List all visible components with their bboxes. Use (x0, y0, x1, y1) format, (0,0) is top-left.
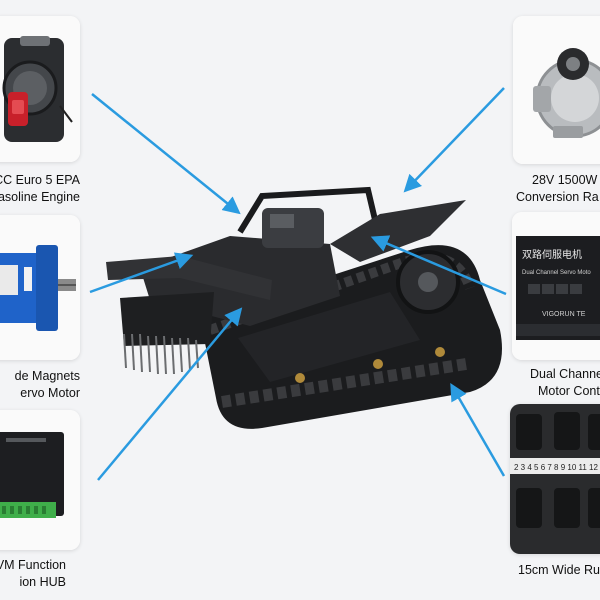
flail-fringe (123, 333, 199, 375)
top-plate (330, 200, 466, 262)
hub-caption-line-1: VM Function (0, 558, 66, 572)
arrow-alternator (403, 87, 505, 193)
controller-image-panel: 双路伺服电机 Dual Channel Servo Moto VIGORUN T… (512, 212, 600, 360)
engine-image-panel (0, 16, 80, 162)
track-caption-line-1: 15cm Wide Ru (518, 563, 600, 577)
alternator-illustration (513, 16, 600, 164)
controller-keypad (528, 284, 582, 294)
servo-caption-line-2: ervo Motor (20, 386, 80, 400)
servo-caption-line-1: de Magnets (14, 369, 80, 383)
servo-motor-illustration (0, 215, 80, 360)
arrow-controller (370, 235, 507, 296)
engine-illustration (0, 16, 80, 162)
controller-caption: Dual Channe Motor Conti (530, 366, 600, 400)
alternator-caption-line-2: Conversion Ra (516, 190, 599, 204)
ruler-numbers: 2 3 4 5 6 7 8 9 10 11 12 (514, 463, 598, 472)
side-frame (238, 292, 420, 382)
hub-caption-line-2: ion HUB (19, 575, 66, 589)
servo-image-panel (0, 215, 80, 360)
alternator-image-panel (513, 16, 600, 164)
alternator-caption-line-1: 28V 1500W (532, 173, 598, 187)
arrow-servo (89, 252, 194, 294)
controller-brand: VIGORUN TE (542, 311, 586, 318)
arrow-track (450, 382, 506, 477)
controller-subtitle: Dual Channel Servo Moto (522, 270, 591, 276)
alternator-caption: 28V 1500W Conversion Ra (516, 172, 599, 206)
arrow-hub (97, 307, 243, 481)
engine-caption-line-1: CC Euro 5 EPA (0, 173, 80, 187)
hub-caption: VM Function ion HUB (0, 557, 66, 591)
front-bumper (106, 256, 272, 300)
controller-caption-line-2: Motor Conti (538, 384, 600, 398)
controller-caption-line-1: Dual Channe (530, 367, 600, 381)
engine-caption-line-2: asoline Engine (0, 190, 80, 204)
function-hub-illustration (0, 410, 80, 550)
track-caption: 15cm Wide Ru (518, 562, 600, 579)
rubber-track-illustration: 2 3 4 5 6 7 8 9 10 11 12 (510, 404, 600, 554)
motor-controller-illustration: 双路伺服电机 Dual Channel Servo Moto VIGORUN T… (512, 212, 600, 360)
controller-title-cn: 双路伺服电机 (522, 248, 582, 261)
arrow-engine (91, 93, 241, 215)
mower-deck (120, 292, 214, 346)
engine-caption: CC Euro 5 EPA asoline Engine (0, 172, 80, 206)
servo-caption: de Magnets ervo Motor (15, 368, 80, 402)
hub-image-panel (0, 410, 80, 550)
track-image-panel: 2 3 4 5 6 7 8 9 10 11 12 (510, 404, 600, 554)
